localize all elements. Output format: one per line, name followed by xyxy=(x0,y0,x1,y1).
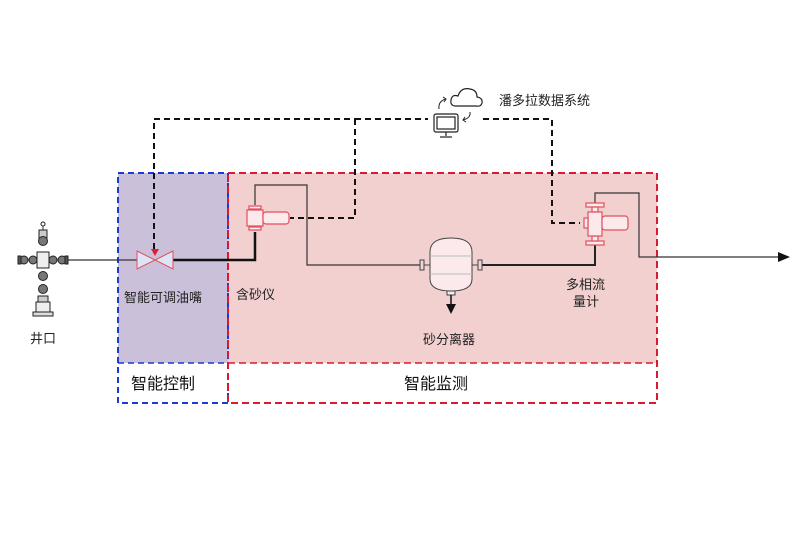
valve-icon[interactable] xyxy=(136,249,174,270)
pipe-separator-to-meter xyxy=(482,240,596,266)
flowmeter-label-1: 多相流 xyxy=(566,277,605,293)
sand-meter-icon[interactable] xyxy=(246,205,290,231)
cloud-icon xyxy=(450,88,483,107)
data-system-label: 潘多拉数据系统 xyxy=(499,93,590,109)
pipes xyxy=(68,184,780,266)
wellhead-label: 井口 xyxy=(30,332,56,347)
sand-meter-label: 含砂仪 xyxy=(236,287,275,303)
signal-choke xyxy=(153,118,355,249)
choke-label: 智能可调油嘴 xyxy=(124,291,202,306)
signal-lines xyxy=(153,118,580,249)
control-section-label: 智能控制 xyxy=(131,374,195,393)
separator-vessel-icon[interactable] xyxy=(419,237,483,314)
monitor-section-border xyxy=(227,172,658,404)
monitor-section-label: 智能监测 xyxy=(404,374,468,393)
flowmeter-label-2: 量计 xyxy=(573,295,599,310)
multiphase-flowmeter-icon[interactable] xyxy=(583,202,629,246)
signal-flowmeter xyxy=(483,118,580,224)
pipe-choke-to-sand xyxy=(173,232,257,262)
signal-sand xyxy=(290,119,356,219)
outlet-arrow-icon xyxy=(778,252,790,262)
computer-monitor-icon[interactable] xyxy=(433,113,459,138)
pipe-meter-out xyxy=(594,192,780,258)
separator-label: 砂分离器 xyxy=(423,332,475,348)
wellhead-christmas-tree-icon xyxy=(17,221,69,317)
pipe-sand-to-separator xyxy=(254,184,420,266)
sync-arrows-icon xyxy=(438,96,471,123)
